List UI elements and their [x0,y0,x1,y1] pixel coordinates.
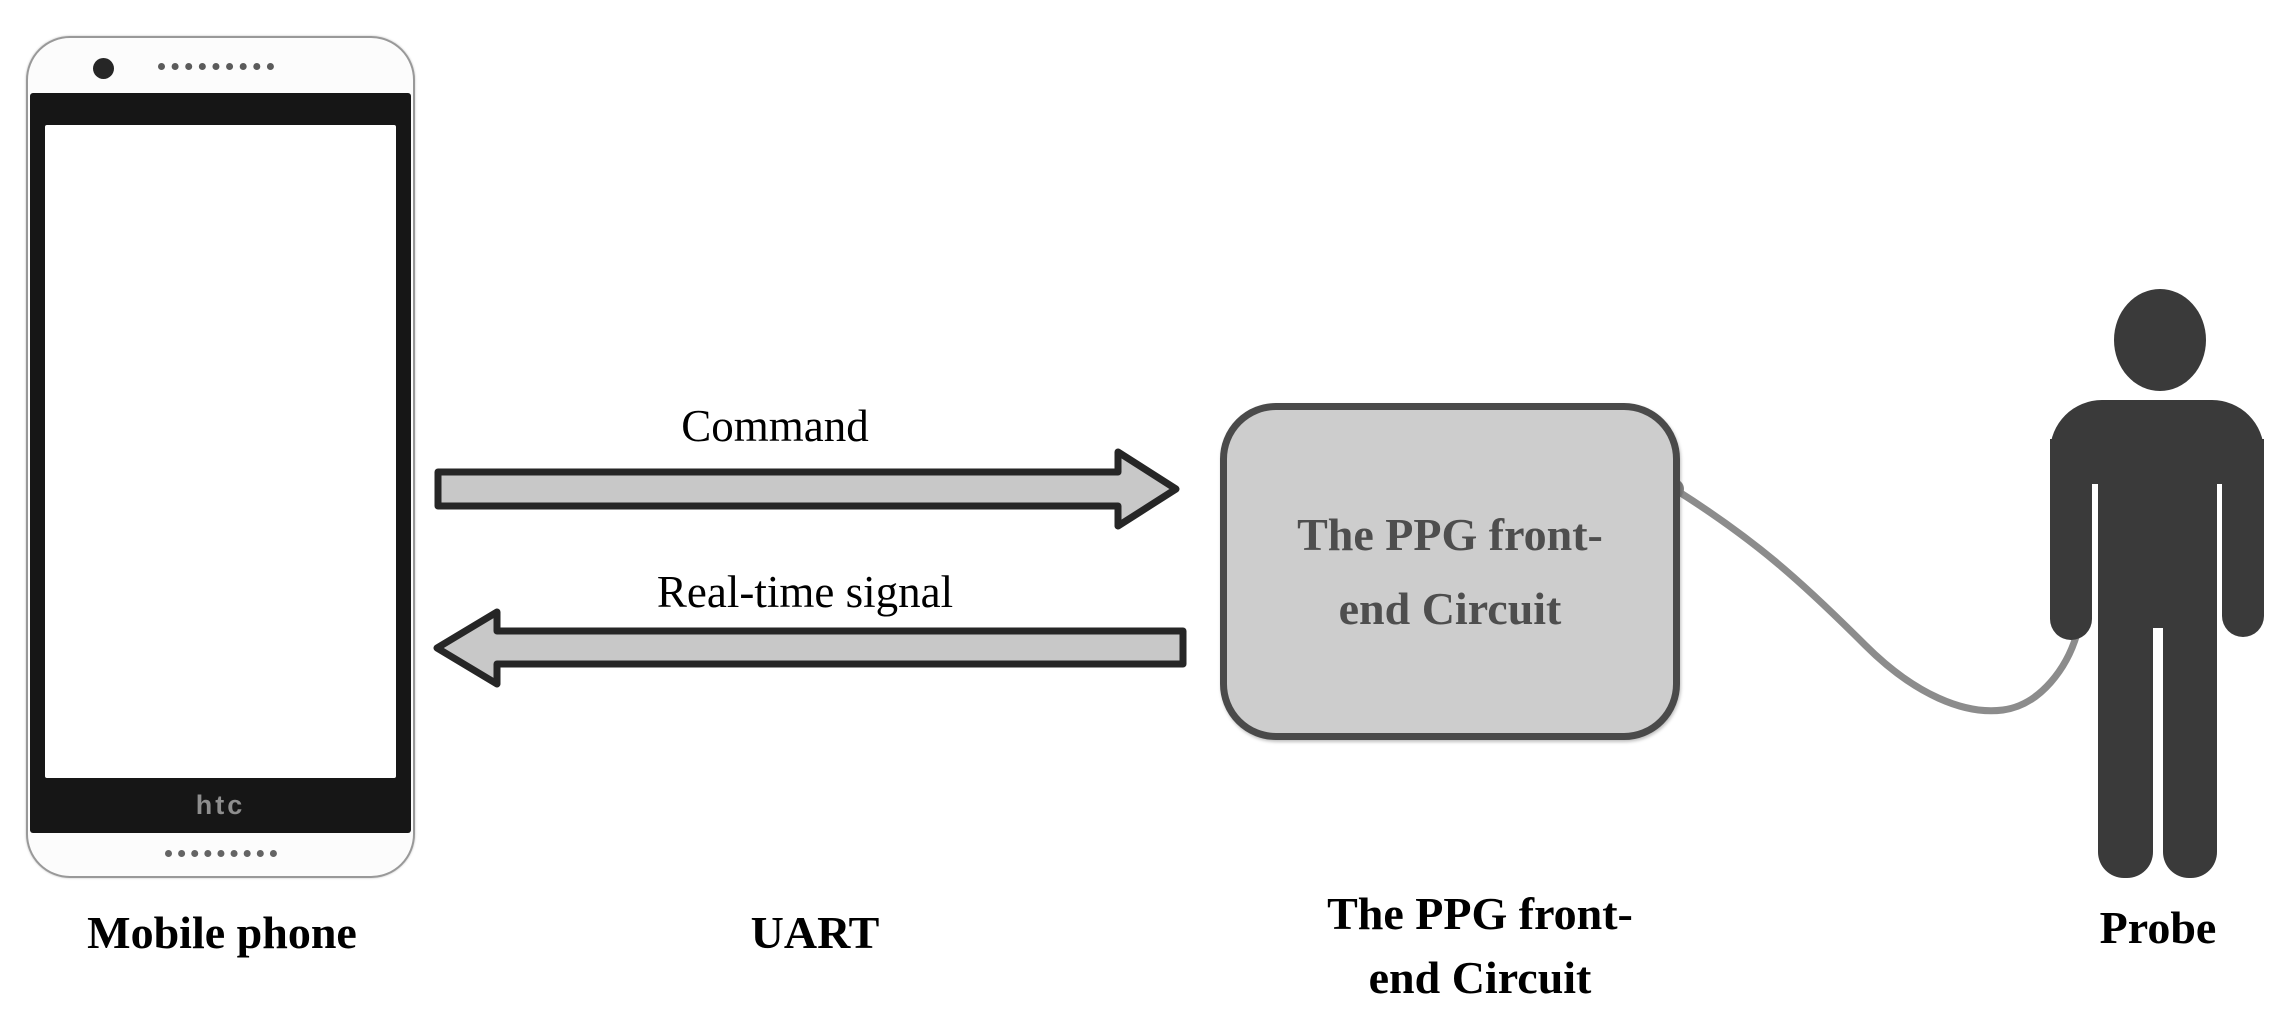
person-head [2114,289,2206,391]
person-torso [2098,439,2217,628]
phone-speaker-grille-icon [158,63,274,70]
phone-screen [45,125,396,778]
ppg-caption-line1: The PPG front- [1327,888,1633,939]
realtime-arrow-icon [433,608,1187,688]
person-left-leg [2098,619,2153,878]
command-arrow-label: Command [681,401,869,451]
ppg-box-label-line1: The PPG front- [1297,508,1603,560]
person-silhouette [2050,289,2264,878]
phone-camera-icon [93,58,114,79]
probe-caption: Probe [2099,902,2217,953]
phone-bottom-grille-icon [165,850,277,857]
phone-bezel: htc [30,93,411,833]
person-right-leg [2163,619,2217,878]
mobile-phone-illustration: htc [26,36,415,878]
mobile-phone-caption: Mobile phone [87,907,357,958]
person-right-arm [2222,439,2264,637]
command-arrow-icon [434,448,1180,530]
phone-brand-logo: htc [195,790,246,820]
ppg-circuit-caption: The PPG front- end Circuit [1250,882,1710,1010]
probe-wire [1672,486,2082,715]
ppg-frontend-circuit-box: The PPG front- end Circuit [1220,403,1680,740]
uart-caption: UART [750,907,880,958]
ppg-caption-line2: end Circuit [1368,952,1592,1003]
realtime-arrow-label: Real-time signal [656,567,954,617]
ppg-box-label-line2: end Circuit [1338,582,1562,634]
person-left-arm [2050,439,2092,640]
